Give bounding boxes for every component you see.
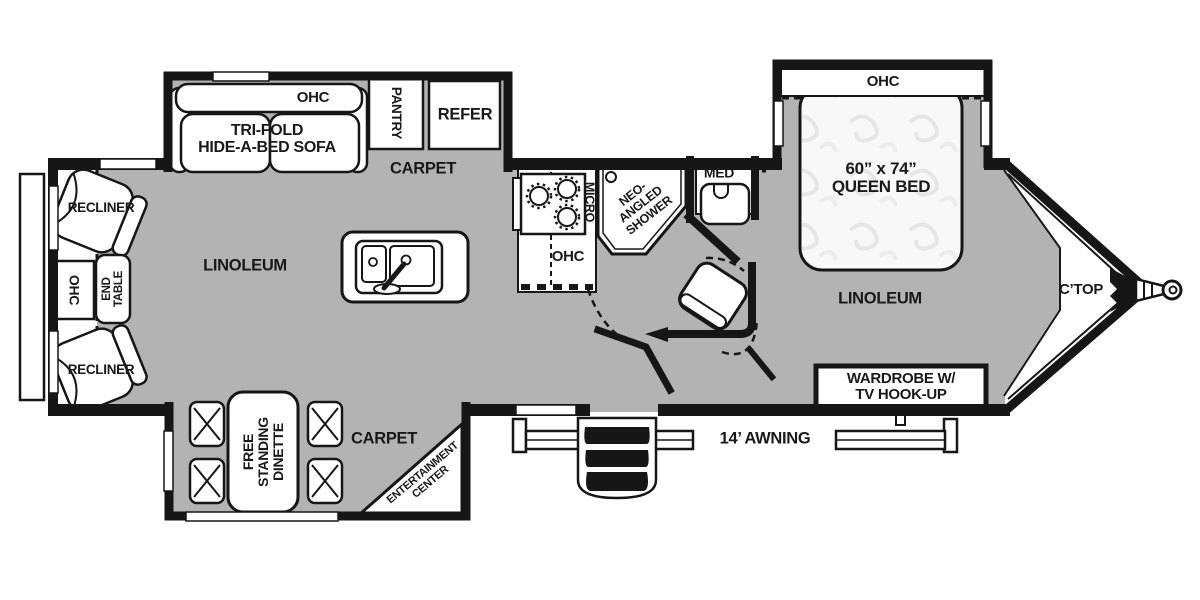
windows bbox=[48, 71, 991, 522]
dinette-chairs bbox=[188, 400, 344, 505]
range bbox=[519, 172, 587, 236]
island-sink bbox=[340, 230, 470, 304]
nose-floor-edge bbox=[1003, 169, 1061, 397]
rear-ohc-cabinet bbox=[54, 259, 96, 321]
burners bbox=[525, 175, 581, 231]
bath-sink bbox=[699, 182, 751, 226]
dinette-table bbox=[226, 390, 300, 514]
hitch bbox=[1110, 268, 1183, 312]
kitchen-counter bbox=[512, 164, 597, 293]
toilet bbox=[678, 261, 748, 331]
tri-fold-sofa bbox=[168, 82, 369, 174]
bottom-wall-left bbox=[48, 404, 172, 416]
rear-slide-exterior-panel bbox=[18, 172, 46, 402]
walls bbox=[48, 158, 1010, 416]
front-slide-wall bbox=[163, 71, 513, 172]
pantry-cabinet bbox=[367, 77, 425, 151]
bedroom-door-arc bbox=[721, 317, 759, 356]
nose-floor bbox=[1004, 170, 1060, 396]
bath-door-arc bbox=[586, 288, 630, 345]
rear-wall bbox=[48, 158, 58, 416]
bed-ohc-cabinet bbox=[780, 68, 986, 97]
shower-head bbox=[605, 171, 617, 183]
refrigerator bbox=[427, 79, 502, 151]
wall-point bbox=[645, 327, 668, 342]
recliner-top bbox=[51, 168, 148, 257]
top-wall-mid bbox=[504, 158, 782, 170]
end-table bbox=[94, 253, 132, 325]
shower-door-arc bbox=[705, 256, 745, 272]
bath-walls bbox=[593, 156, 777, 395]
door-arcs bbox=[586, 256, 759, 356]
entry-steps bbox=[576, 416, 658, 500]
bottom-wall-right bbox=[658, 404, 1010, 416]
queen-bed bbox=[798, 84, 964, 272]
wardrobe bbox=[813, 363, 989, 411]
bath-faucet bbox=[713, 184, 729, 199]
faucet bbox=[381, 261, 407, 291]
